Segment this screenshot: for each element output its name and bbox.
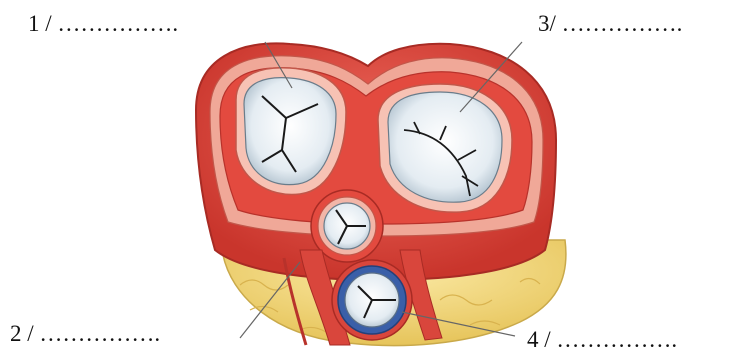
valve-3	[378, 84, 512, 212]
valve-pulmonary	[332, 260, 412, 340]
